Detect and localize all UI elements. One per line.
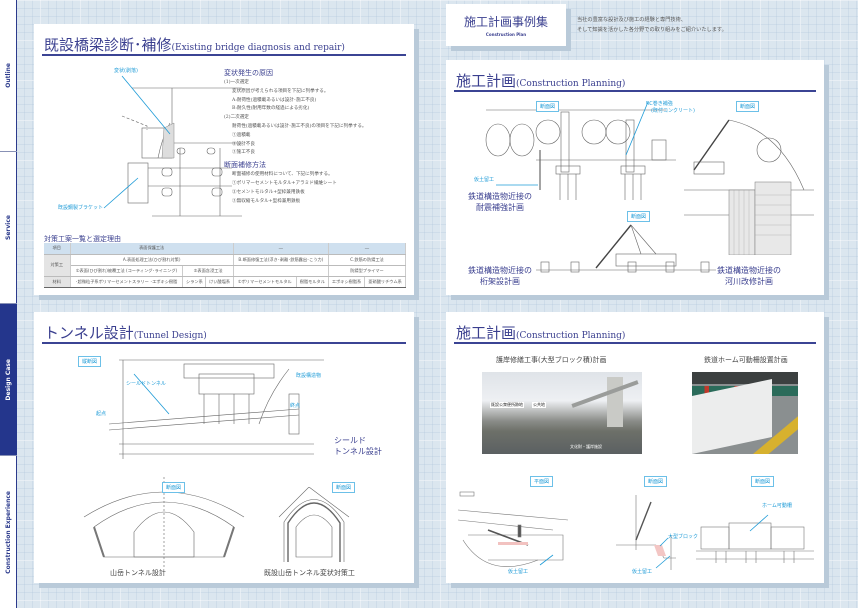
title-divider [454,342,816,344]
photo2-title: 鉄道ホーム可動柵設置計画 [704,356,788,364]
table-row: 対策工 A.表面処理工法(ひび割れ対策) B.断面修復工法(浮き･剥離･鉄筋露出… [44,254,407,277]
callout-deformation: 変状(剥落) [114,68,138,74]
block-section-drawing [616,495,676,570]
table-row: ①表面(ひび割れ)被覆工法 (コーティング･ライニング) ②表面含浸工法 防錆型… [44,265,407,277]
caption-seismic: 鉄道構造物近接の 耐震補強計画 [468,192,532,212]
bridge-drawing [103,75,242,217]
callout-earth-retaining: 仮土留工 [474,177,495,183]
existing-tunnel-drawing [278,487,350,562]
tag-section: 断面図 [736,101,760,112]
bridge-panel: 既設橋梁診断･補修(Existing bridge diagnosis and … [34,24,414,295]
footbridge [571,380,639,408]
seismic-drawing [485,101,676,200]
plan2-title: 施工計画(Construction Planning) [456,324,626,342]
tag-section: 断面図 [332,482,356,493]
platform-door-photo [692,372,798,454]
caption-mountain-tunnel: 山岳トンネル設計 [110,569,166,577]
tag-section: 断面図 [644,476,668,487]
river-drawing [684,119,814,255]
nav-tab-outline[interactable]: Outline [0,0,17,152]
nav-tab-design-case[interactable]: Design Case [0,304,17,456]
construction-plan-panel-2: 施工計画(Construction Planning) 護岸修繕工事(大型ブロッ… [446,312,824,583]
callout-large-block: 大型ブロック [668,534,699,540]
callout-end-point: 終点 [290,403,301,409]
catalog-subtitle: Construction Plan [485,32,527,37]
caption-existing-tunnel: 既設山岳トンネル変状対策工 [264,569,355,577]
revetment-photo: 既設公衆便所跡地 公共地 文化財・護岸施設 [482,372,642,454]
platform-door-section-drawing [696,514,814,563]
catalog-title: 施工計画事例集 [463,15,548,29]
countermeasure-table: 項目 表面保護工法 ― ― 対策工 A.表面処理工法(ひび割れ対策) B.断面修… [44,243,407,288]
caption-girder: 鉄道構造物近接の 桁架設計画 [468,266,532,286]
title-divider [42,342,406,344]
callout-bracket: 既設鋼製ブラケット [58,205,104,211]
table-header-row: 項目 表面保護工法 ― ― [44,243,407,255]
callout-rc: RC巻き補強 [646,101,673,107]
caption-shield-tunnel: シールド トンネル設計 [334,436,382,456]
photo1-title: 護岸修繕工事(大型ブロック積)計画 [496,356,607,364]
table-title: 対策工案一覧と選定理由 [44,235,121,243]
title-divider [42,54,406,56]
table-row: 材料 ･超微粒子系ポリマーセメントスラリー ･エポキシ樹脂 シラン系 けい酸塩系… [44,276,406,288]
callout-shield-tunnel: シールドトンネル [126,381,166,387]
tag-plan: 平面図 [530,476,554,487]
callout-rc-sub: (既付コンクリート) [651,108,695,114]
catalog-header-card: 施工計画事例集 Construction Plan [446,4,566,46]
callout-start-point: 起点 [96,411,107,417]
side-navigation: Outline Service Design Case Construction… [0,0,17,608]
caption-river: 鉄道構造物近接の 河川改修計画 [717,266,781,286]
callout-earth-retaining-1: 仮土留工 [508,569,529,575]
ceiling [692,372,798,384]
tunnel-panel: トンネル設計(Tunnel Design) 縦断図 シールドトンネル 既設構造物… [34,312,414,583]
tag-section: 断面図 [627,211,651,222]
stair-tower [607,377,623,427]
nav-tab-service[interactable]: Service [0,152,17,304]
cause-section: 変状発生の原因 (1)一次選定 変状原因が考えられる項目を下記に列挙する。 A:… [224,69,367,204]
callout-platform-door: ホーム可動柵 [762,503,792,509]
bridge-title: 既設橋梁診断･補修(Existing bridge diagnosis and … [44,36,345,54]
tag-section: 断面図 [536,101,560,112]
callout-existing-structure: 既設構造物 [296,373,322,379]
shield-tunnel-drawing [109,359,324,459]
tunnel-title: トンネル設計(Tunnel Design) [44,324,207,342]
nav-tab-construction-experience[interactable]: Construction Experience [5,490,12,574]
tag-section: 断面図 [751,476,775,487]
revetment-plan-drawing [458,491,569,567]
tag-longitudinal: 縦断図 [78,356,102,367]
girder-drawing [536,224,716,273]
title-divider [454,90,816,92]
plan1-title: 施工計画(Construction Planning) [456,72,626,90]
intro-text: 当社の豊富な設計及び施工の経験と専門技術、 そして知識を活かした各分野での取り組… [577,17,727,33]
tag-section: 断面図 [162,482,186,493]
callout-earth-retaining-2: 仮土留工 [632,569,653,575]
construction-plan-panel-1: 施工計画(Construction Planning) 断面図 RC巻き補強 (… [446,60,824,295]
